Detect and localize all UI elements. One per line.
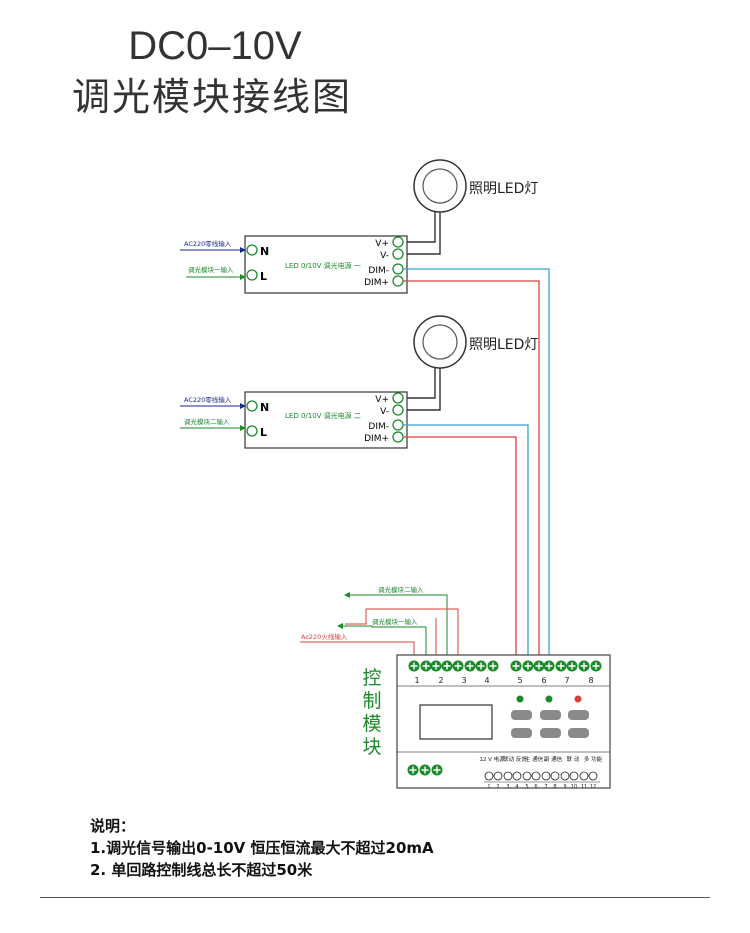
controller-out1-label: 调光模块一输入: [372, 617, 418, 626]
bottom-port-label: 联动 反馈: [503, 755, 527, 763]
note-line-1: 1.调光信号输出0-10V 恒压恒流最大不超过20mA: [90, 839, 434, 857]
notes-heading: 说明：: [90, 817, 136, 835]
diagram-title-line1: DC0–10V: [128, 24, 302, 68]
bottom-terminal-number: 3: [506, 784, 509, 790]
driver-2-pin-vminus: V-: [380, 407, 389, 417]
bottom-divider: [40, 897, 710, 898]
driver-2-label: LED 0/10V 调光电源 二: [285, 411, 361, 420]
lamp-1-label: 照明LED灯: [469, 181, 538, 197]
note-line-2: 2. 单回路控制线总长不超过50米: [90, 861, 313, 879]
driver-2-input-n-label: AC220零线输入: [184, 395, 232, 404]
driver-1-pin-l: L: [260, 270, 267, 283]
controller-out2-label: 调光模块二输入: [378, 585, 424, 594]
bottom-terminal-number: 6: [534, 784, 537, 790]
module-display: [419, 704, 493, 740]
lamp-1: 照明LED灯: [413, 159, 538, 213]
control-module-label-char: 制: [362, 690, 381, 712]
terminal-number: 3: [461, 676, 466, 685]
driver-1-label: LED 0/10V 调光电源 一: [285, 261, 361, 270]
terminal-number: 6: [541, 676, 546, 685]
control-module-label-char: 控: [362, 667, 381, 689]
driver-1-input-n-label: AC220零线输入: [184, 239, 232, 248]
bottom-terminal-number: 7: [544, 784, 547, 790]
diagram-title-line2: 调光模块接线图: [72, 75, 353, 119]
terminal-number: 2: [438, 676, 443, 685]
driver-1-pin-dimminus: DIM-: [368, 266, 389, 276]
bottom-port-label: 联 动: [567, 755, 580, 763]
bottom-port-label: 多 功能: [584, 755, 603, 763]
driver-2-pin-vplus: V+: [375, 395, 389, 405]
bottom-terminal-number: 1: [487, 784, 490, 790]
notes-section: 说明： 1.调光信号输出0-10V 恒压恒流最大不超过20mA 2. 单回路控制…: [90, 815, 434, 881]
bottom-port-label: 主 通信: [525, 755, 544, 763]
status-led-icon: [545, 695, 553, 703]
terminal-number: 4: [484, 676, 489, 685]
module-buttons: [511, 710, 589, 738]
dim-minus-wire-2: [403, 424, 529, 662]
dim-plus-wire-2: [403, 436, 517, 662]
status-led-icon: [516, 695, 524, 703]
bottom-terminal-number: 5: [525, 784, 528, 790]
led-driver-1: N L LED 0/10V 调光电源 一 V+ V- DIM- DIM+: [244, 235, 408, 294]
bottom-terminal-number: 10: [571, 784, 577, 790]
bottom-terminal-number: 4: [515, 784, 518, 790]
bottom-terminal-number: 12: [590, 784, 596, 790]
control-module: 1 2 3 4 5 6 7 8 12 V 电源 联动 反馈: [396, 654, 611, 790]
terminal-number: 5: [517, 676, 522, 685]
status-led-icon: [574, 695, 582, 703]
control-module-label-char: 块: [362, 736, 381, 758]
bottom-terminal-number: 11: [581, 784, 587, 790]
controller-live-label: Ac220火线输入: [301, 632, 348, 641]
driver-1-pin-vminus: V-: [380, 251, 389, 261]
terminal-number: 8: [588, 676, 593, 685]
led-driver-2: N L LED 0/10V 调光电源 二 V+ V- DIM- DIM+: [244, 391, 408, 449]
driver-1-input-l-label: 调光模块一输入: [188, 265, 234, 274]
driver-2-pin-dimplus: DIM+: [364, 434, 389, 444]
terminal-number: 1: [414, 676, 419, 685]
driver-2-pin-dimminus: DIM-: [368, 422, 389, 432]
bottom-terminal-number: 2: [496, 784, 499, 790]
driver-2-input-l-label: 调光模块二输入: [184, 417, 230, 426]
dim-plus-wire-1: [403, 280, 540, 662]
driver-1-pin-n: N: [260, 245, 269, 258]
driver-2-pin-l: L: [260, 426, 267, 439]
bottom-port-label: 12 V 电源: [479, 755, 505, 763]
control-module-label-char: 模: [362, 713, 381, 735]
lamp-2-label: 照明LED灯: [469, 337, 538, 353]
driver-2-pin-n: N: [260, 401, 269, 414]
terminal-number: 7: [564, 676, 569, 685]
bottom-terminal-block: [484, 771, 598, 781]
bottom-port-label: 副 通信: [544, 755, 563, 763]
bottom-terminal-number: 8: [553, 784, 556, 790]
driver-1-pin-vplus: V+: [375, 239, 389, 249]
bottom-terminal-number: 9: [563, 784, 566, 790]
dim-minus-wire-1: [403, 268, 550, 662]
lamp-2: 照明LED灯: [413, 315, 538, 369]
driver-1-pin-dimplus: DIM+: [364, 278, 389, 288]
